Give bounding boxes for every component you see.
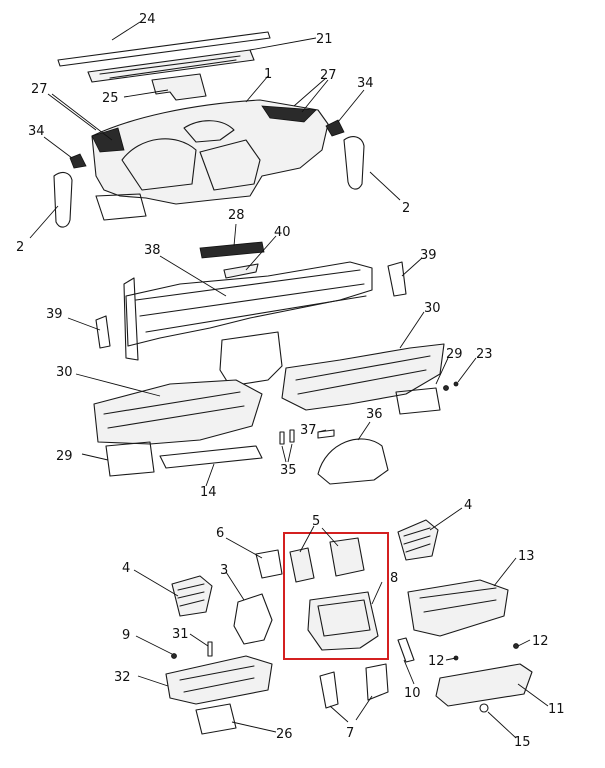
callout-37: 37 bbox=[300, 423, 317, 438]
callout-25: 25 bbox=[102, 91, 119, 106]
callout-4-right: 4 bbox=[464, 498, 472, 513]
cross-car-beam-38 bbox=[123, 261, 373, 387]
callout-8: 8 bbox=[390, 571, 398, 586]
defroster-duct-21 bbox=[87, 49, 255, 83]
callout-labels: 24 21 1 27 27 25 34 34 2 2 28 40 38 39 3… bbox=[16, 12, 565, 750]
trim-40 bbox=[223, 263, 259, 279]
callout-5: 5 bbox=[312, 514, 320, 529]
callout-30-right: 30 bbox=[424, 301, 441, 316]
switch-10 bbox=[397, 637, 415, 663]
bumper-15 bbox=[479, 703, 489, 713]
callout-29-right: 29 bbox=[446, 347, 463, 362]
bracket-29-left bbox=[105, 441, 155, 477]
callout-40: 40 bbox=[274, 225, 291, 240]
callout-15: 15 bbox=[514, 735, 531, 750]
callout-29-left: 29 bbox=[56, 449, 73, 464]
vent-28 bbox=[199, 241, 265, 259]
clip-37 bbox=[317, 429, 335, 439]
instrument-panel-1 bbox=[91, 99, 329, 205]
bracket-25 bbox=[151, 73, 207, 101]
callout-34-right: 34 bbox=[357, 76, 374, 91]
end-cap-34-right bbox=[325, 119, 345, 137]
callout-21: 21 bbox=[316, 32, 333, 47]
center-bezel-8 bbox=[307, 591, 379, 651]
knee-panel-30-right bbox=[281, 343, 445, 411]
highlight-box bbox=[283, 532, 389, 660]
callout-24: 24 bbox=[139, 12, 156, 27]
clips-12 bbox=[453, 643, 519, 661]
end-cap-34-left bbox=[69, 153, 87, 169]
bracket-26 bbox=[195, 703, 237, 735]
callout-36: 36 bbox=[366, 407, 383, 422]
callout-14: 14 bbox=[200, 485, 217, 500]
clip-23 bbox=[443, 381, 459, 391]
callout-38: 38 bbox=[144, 243, 161, 258]
lower-panel-32 bbox=[165, 655, 273, 705]
callout-35: 35 bbox=[280, 463, 297, 478]
callout-26: 26 bbox=[276, 727, 293, 742]
callout-28: 28 bbox=[228, 208, 245, 223]
bezel-6 bbox=[255, 549, 283, 579]
glove-box-housing-13 bbox=[407, 579, 509, 637]
callout-31: 31 bbox=[172, 627, 189, 642]
bracket-39-right bbox=[387, 261, 407, 297]
callout-9: 9 bbox=[122, 628, 130, 643]
callout-32: 32 bbox=[114, 670, 131, 685]
glove-box-door-11 bbox=[435, 663, 533, 707]
callout-2-left: 2 bbox=[16, 240, 24, 255]
callout-11: 11 bbox=[548, 702, 565, 717]
callout-27-right: 27 bbox=[320, 68, 337, 83]
vents-5 bbox=[289, 537, 365, 583]
cluster-bezel-36 bbox=[317, 438, 389, 485]
callout-2-right: 2 bbox=[402, 201, 410, 216]
callout-4-left: 4 bbox=[122, 561, 130, 576]
callout-23: 23 bbox=[476, 347, 493, 362]
trim-2-left bbox=[53, 171, 73, 228]
callout-7: 7 bbox=[346, 726, 354, 741]
callout-39-left: 39 bbox=[46, 307, 63, 322]
callout-10: 10 bbox=[404, 686, 421, 701]
bezel-3 bbox=[233, 593, 273, 645]
lower-bracket-left bbox=[95, 193, 147, 221]
vent-4-right bbox=[397, 519, 439, 561]
reinforcement-14 bbox=[159, 445, 263, 469]
bracket-29-right bbox=[395, 387, 441, 415]
defroster-strip-24 bbox=[57, 31, 271, 67]
callout-3: 3 bbox=[220, 563, 228, 578]
callout-6: 6 bbox=[216, 526, 224, 541]
knee-panel-30-left bbox=[93, 379, 263, 445]
callout-27-left: 27 bbox=[31, 82, 48, 97]
bracket-39-left bbox=[95, 315, 111, 349]
callout-1: 1 bbox=[264, 67, 272, 82]
callout-34-left: 34 bbox=[28, 124, 45, 139]
callout-12-left: 12 bbox=[428, 654, 445, 669]
trim-2-right bbox=[343, 136, 365, 190]
screws-35 bbox=[279, 429, 295, 445]
trim-7 bbox=[319, 663, 389, 709]
callout-39-right: 39 bbox=[420, 248, 437, 263]
vent-4-left bbox=[171, 575, 213, 617]
leader-lines bbox=[29, 21, 549, 739]
callout-13: 13 bbox=[518, 549, 535, 564]
screw-31 bbox=[207, 641, 213, 657]
callout-12-right: 12 bbox=[532, 634, 549, 649]
clip-9 bbox=[171, 653, 177, 659]
callout-30-left: 30 bbox=[56, 365, 73, 380]
